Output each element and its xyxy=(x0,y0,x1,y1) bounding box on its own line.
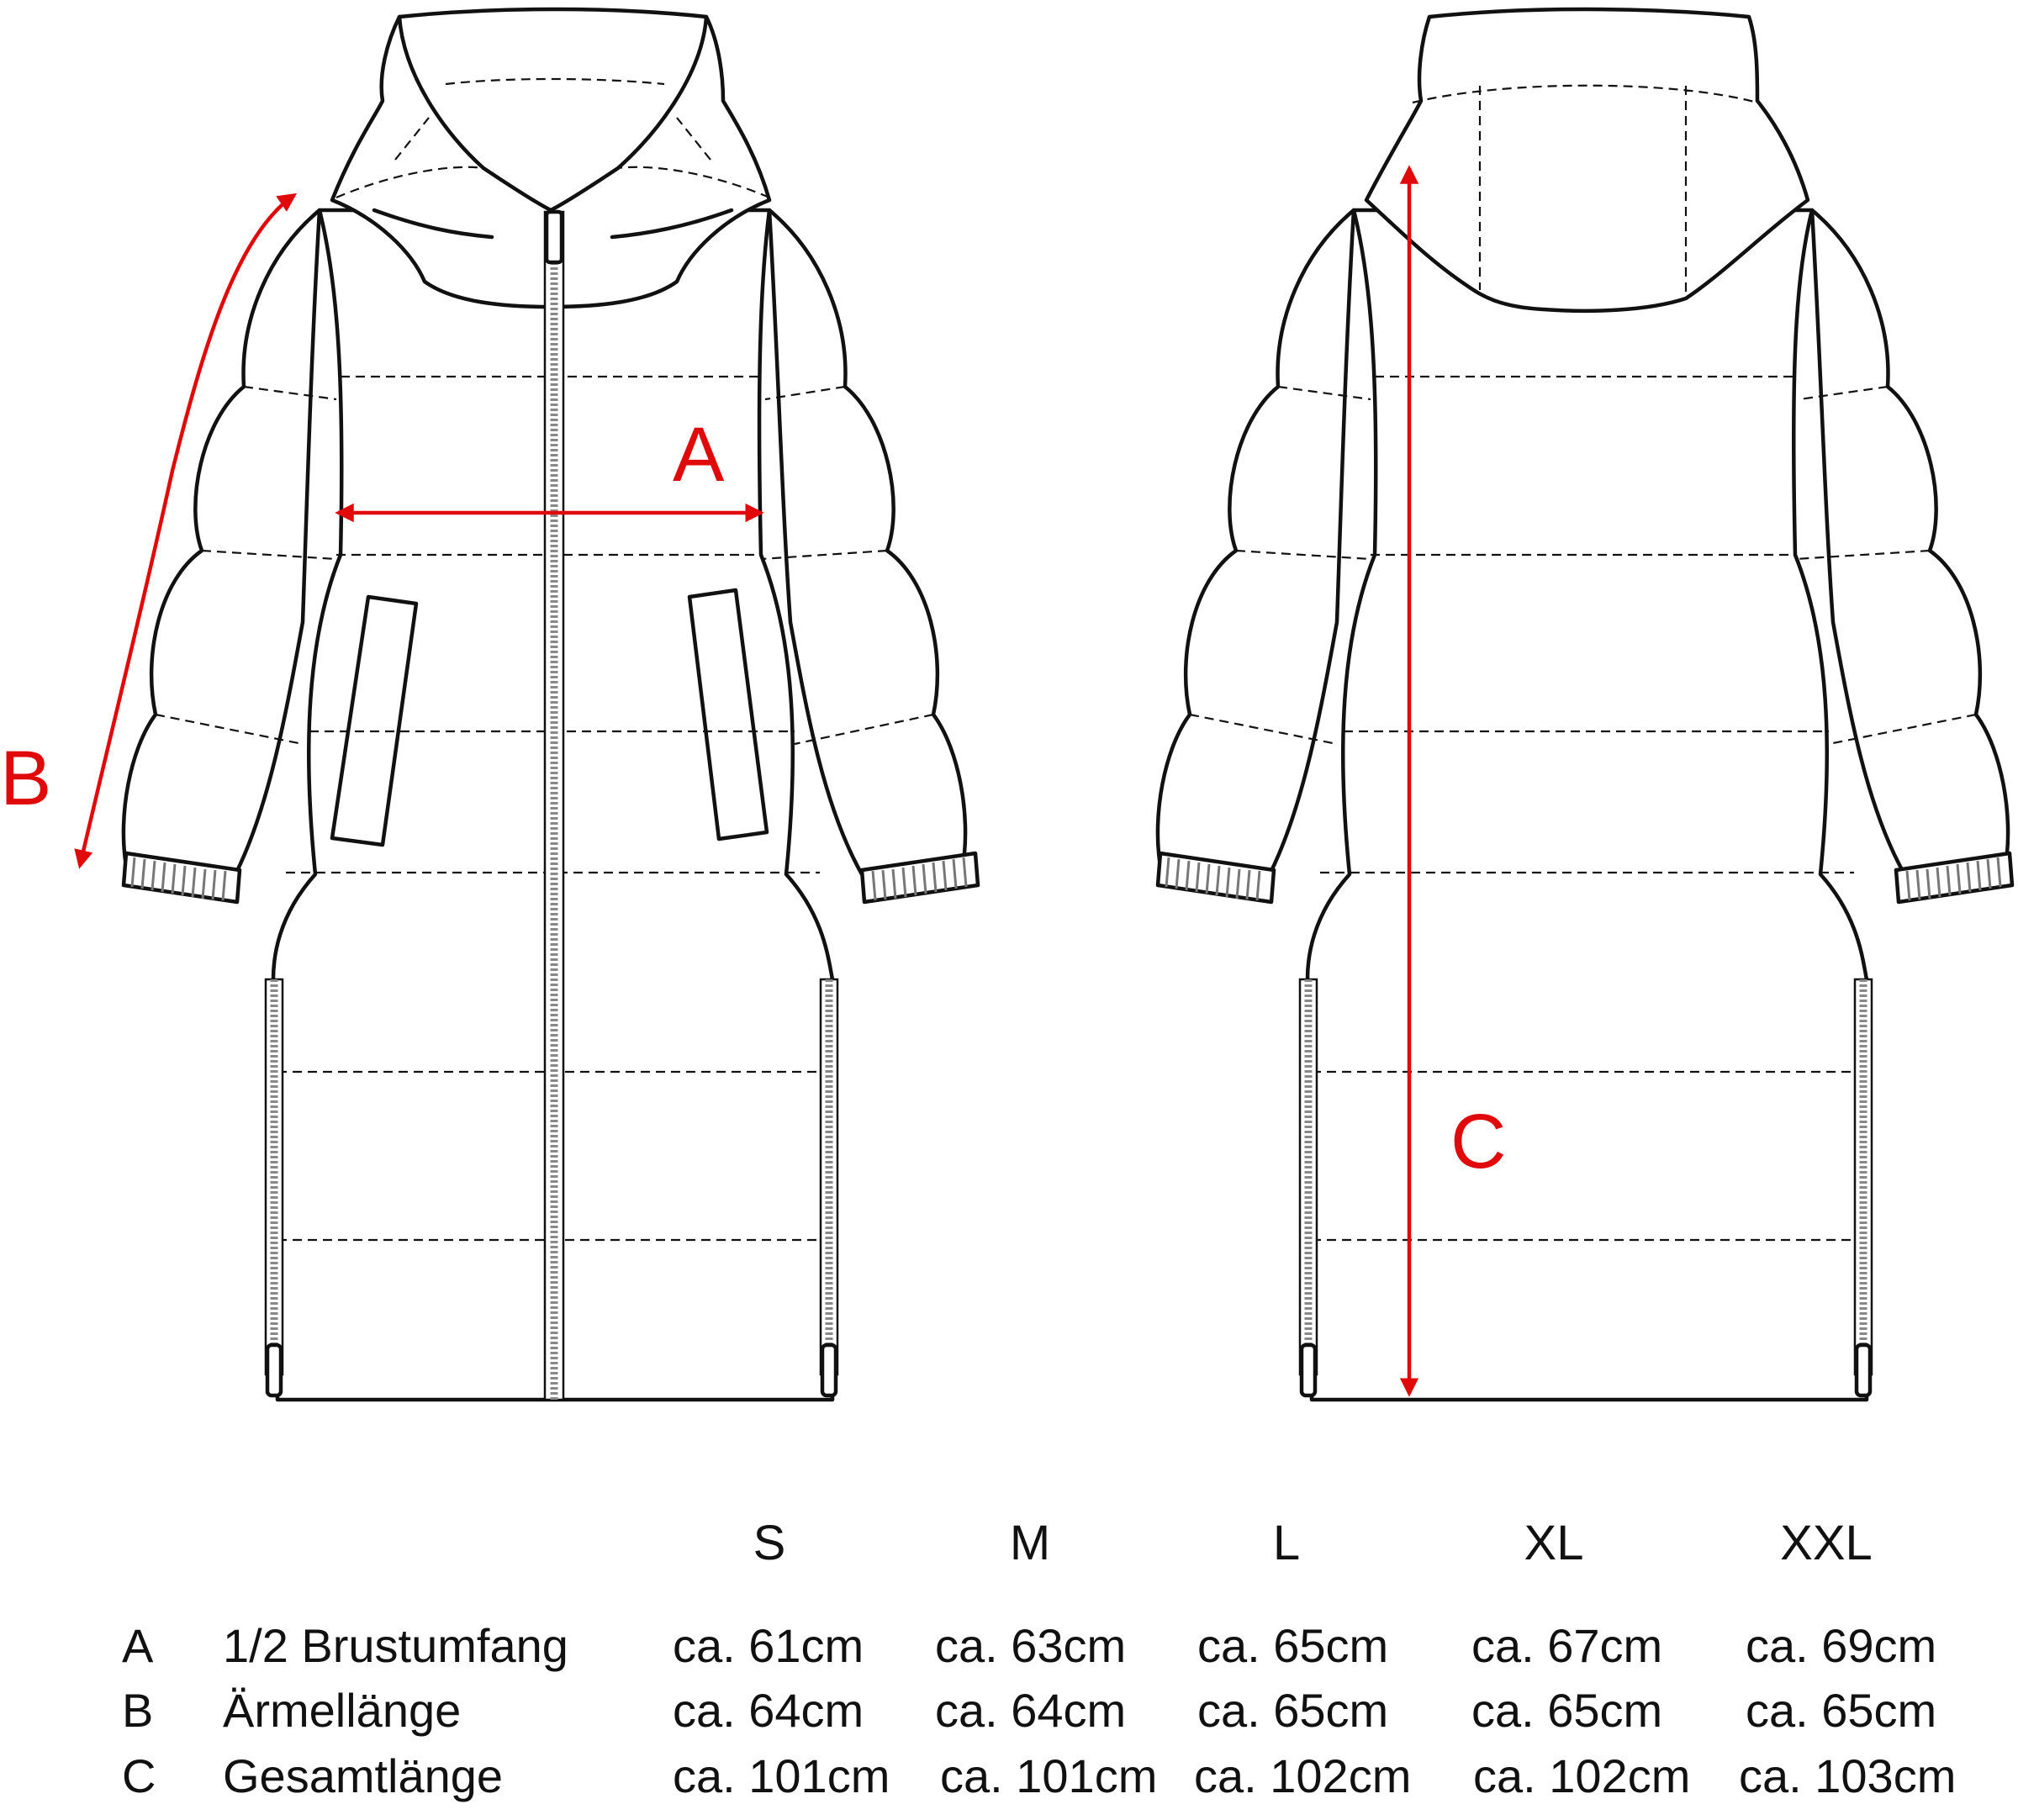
jacket-back-view xyxy=(1155,7,2015,1402)
jacket-technical-drawing xyxy=(74,7,2015,1402)
front-left-pocket xyxy=(330,594,419,847)
front-right-sleeve xyxy=(767,208,968,877)
table-cell: ca. 64cm xyxy=(673,1684,864,1737)
table-cell: ca. 67cm xyxy=(1471,1619,1663,1672)
table-cell: ca. 63cm xyxy=(935,1619,1127,1672)
row-label: 1/2 Brustumfang xyxy=(223,1619,568,1672)
row-label: Gesamtlänge xyxy=(223,1749,504,1802)
table-cell: ca. 101cm xyxy=(940,1749,1158,1802)
row-key: A xyxy=(122,1619,154,1672)
table-cell: ca. 65cm xyxy=(1746,1684,1937,1737)
size-header-l: L xyxy=(1272,1516,1301,1570)
table-cell: ca. 65cm xyxy=(1471,1684,1663,1737)
table-cell: ca. 61cm xyxy=(673,1619,864,1672)
back-left-cuff xyxy=(1155,851,1276,905)
jacket-front-view xyxy=(121,7,980,1402)
row-key: B xyxy=(122,1684,154,1737)
measure-b-label: B xyxy=(0,736,52,821)
back-right-sleeve xyxy=(1809,208,2010,877)
back-hood xyxy=(1364,7,1810,314)
table-cell: ca. 102cm xyxy=(1194,1749,1412,1802)
size-header-xxl: XXL xyxy=(1780,1516,1873,1570)
back-left-sleeve xyxy=(1155,208,1356,877)
front-right-pocket xyxy=(687,588,769,841)
size-header-m: M xyxy=(1009,1516,1051,1570)
measure-c-label: C xyxy=(1450,1099,1507,1184)
table-cell: ca. 101cm xyxy=(673,1749,890,1802)
table-cell: ca. 69cm xyxy=(1746,1619,1937,1672)
front-right-cuff xyxy=(859,851,980,905)
front-side-zippers xyxy=(264,978,839,1398)
size-header-xl: XL xyxy=(1524,1516,1584,1570)
measure-b-arrow xyxy=(74,193,298,869)
row-key: C xyxy=(122,1749,156,1802)
table-cell: ca. 65cm xyxy=(1197,1619,1389,1672)
table-cell: ca. 65cm xyxy=(1197,1684,1389,1737)
measure-a-label: A xyxy=(673,412,725,498)
back-body xyxy=(1305,208,1869,1402)
row-label: Ärmellänge xyxy=(223,1684,462,1737)
front-center-zipper xyxy=(543,209,565,1401)
size-header-s: S xyxy=(753,1516,786,1570)
back-right-cuff xyxy=(1894,851,2015,905)
table-cell: ca. 102cm xyxy=(1473,1749,1691,1802)
table-cell: ca. 103cm xyxy=(1739,1749,1957,1802)
size-table: S M L XL XXL A 1/2 Brustumfang ca. 61cm … xyxy=(0,1505,2018,1816)
back-side-zippers xyxy=(1298,978,1873,1398)
table-cell: ca. 64cm xyxy=(935,1684,1127,1737)
